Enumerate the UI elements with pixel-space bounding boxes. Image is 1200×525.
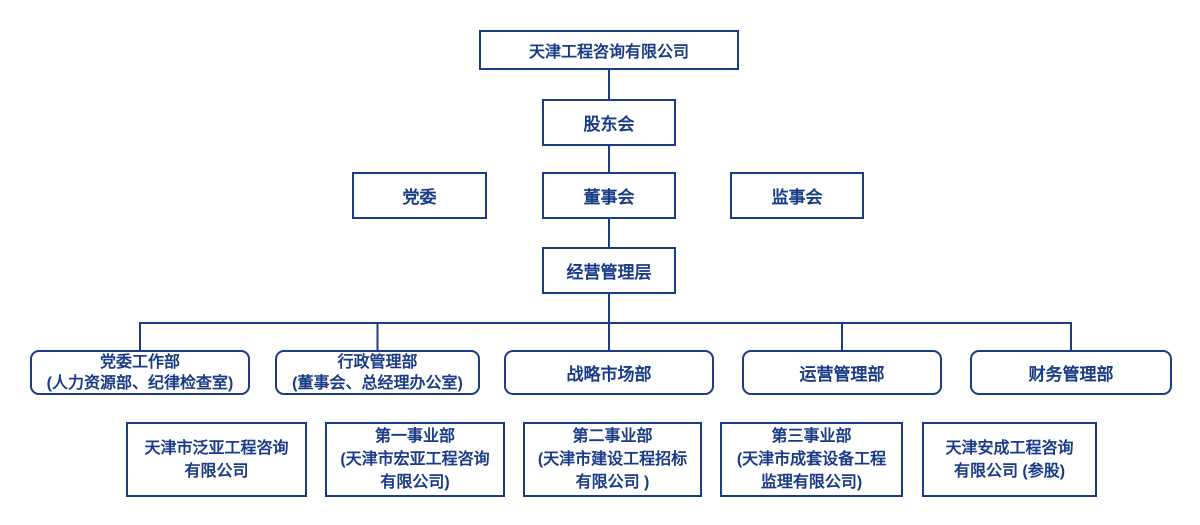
- dept-party-work-line1: 党委工作部: [99, 353, 180, 371]
- root-company-box: 天津工程咨询有限公司: [479, 30, 739, 70]
- board-label: 董事会: [583, 188, 635, 207]
- division-third-box: 第三事业部 (天津市成套设备工程 监理有限公司): [720, 422, 903, 497]
- supervisory-board-box: 监事会: [730, 172, 864, 219]
- root-company-label: 天津工程咨询有限公司: [528, 44, 689, 61]
- division-second-line3: 有限公司 ): [575, 474, 650, 491]
- division-third-line2: (天津市成套设备工程: [736, 451, 887, 468]
- division-third-line1: 第三事业部: [771, 428, 852, 445]
- subsidiary-ancheng-line2: 有限公司 (参股): [953, 462, 1066, 480]
- dept-finance-label: 财务管理部: [1028, 365, 1114, 384]
- dept-finance-box: 财务管理部: [970, 350, 1172, 395]
- subsidiary-fanya-line1: 天津市泛亚工程咨询: [144, 439, 289, 457]
- dept-admin-line2: (董事会、总经理办公室): [292, 374, 463, 392]
- party-committee-box: 党委: [352, 172, 487, 219]
- party-committee-label: 党委: [402, 188, 437, 207]
- division-third-line3: 监理有限公司): [760, 474, 863, 491]
- dept-party-work-box: 党委工作部 (人力资源部、纪律检查室): [30, 350, 250, 395]
- division-first-line3: 有限公司): [380, 474, 450, 491]
- supervisory-board-label: 监事会: [771, 188, 823, 207]
- division-second-line1: 第二事业部: [572, 428, 653, 445]
- division-first-line2: (天津市宏亚工程咨询: [340, 451, 490, 468]
- shareholders-label: 股东会: [583, 115, 635, 134]
- division-second-box: 第二事业部 (天津市建设工程招标 有限公司 ): [523, 422, 702, 497]
- division-first-box: 第一事业部 (天津市宏亚工程咨询 有限公司): [325, 422, 505, 497]
- dept-strategy-market-label: 战略市场部: [566, 365, 652, 384]
- management-box: 经营管理层: [542, 247, 676, 294]
- dept-party-work-line2: (人力资源部、纪律检查室): [46, 374, 234, 392]
- subsidiary-fanya-box: 天津市泛亚工程咨询 有限公司: [126, 422, 307, 497]
- board-box: 董事会: [542, 172, 676, 219]
- dept-admin-box: 行政管理部 (董事会、总经理办公室): [275, 350, 480, 395]
- dept-strategy-market-box: 战略市场部: [504, 350, 714, 395]
- shareholders-box: 股东会: [542, 99, 676, 146]
- management-label: 经营管理层: [566, 263, 652, 282]
- division-second-line2: (天津市建设工程招标: [537, 451, 688, 468]
- subsidiary-ancheng-box: 天津安成工程咨询 有限公司 (参股): [922, 422, 1097, 497]
- dept-operations-box: 运营管理部: [742, 350, 942, 395]
- subsidiary-fanya-line2: 有限公司: [184, 462, 249, 480]
- subsidiary-ancheng-line1: 天津安成工程咨询: [945, 439, 1074, 457]
- division-first-line1: 第一事业部: [374, 428, 455, 445]
- dept-admin-line1: 行政管理部: [337, 353, 418, 371]
- dept-operations-label: 运营管理部: [799, 365, 885, 384]
